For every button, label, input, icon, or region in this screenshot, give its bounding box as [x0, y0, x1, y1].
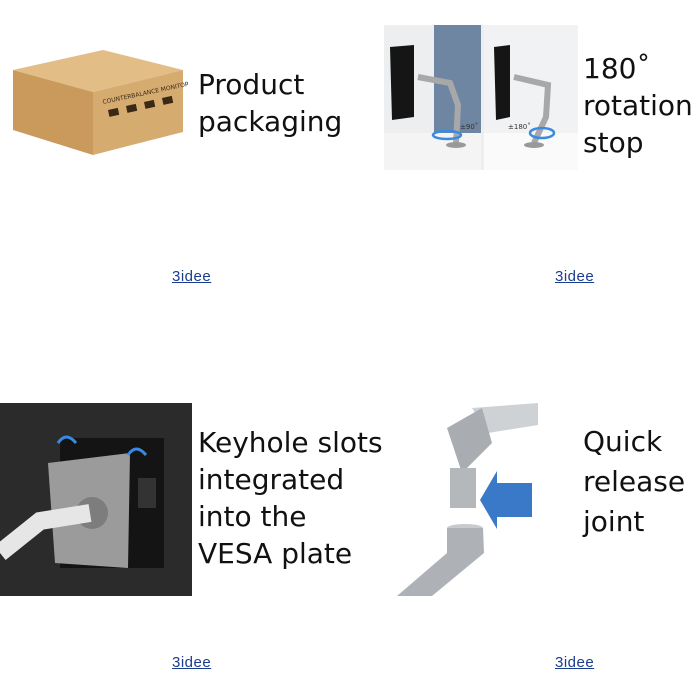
- rotation-image: ±90˚ ±180˚: [384, 25, 578, 170]
- caption-line: packaging: [198, 105, 343, 138]
- caption-line: Product: [198, 68, 305, 101]
- caption-line: release: [583, 465, 686, 498]
- brand-logo: 3idee: [555, 654, 595, 671]
- caption-line: stop: [583, 126, 644, 159]
- caption-line: into the: [198, 500, 307, 533]
- caption-line: Quick: [583, 425, 663, 458]
- caption-quick-release: Quick release joint: [583, 422, 685, 542]
- caption-line: rotation: [583, 89, 693, 122]
- brand-logo: 3idee: [555, 268, 595, 285]
- caption-line: joint: [583, 505, 645, 538]
- caption-line: integrated: [198, 463, 345, 496]
- packaging-image: COUNTERBALANCE MONITOR ARM: [8, 30, 205, 158]
- caption-keyhole: Keyhole slots integrated into the VESA p…: [198, 424, 383, 572]
- caption-rotation: 180˚ rotation stop: [583, 50, 693, 161]
- quick-release-image: [392, 403, 538, 596]
- caption-packaging: Product packaging: [198, 66, 342, 140]
- brand-logo: 3idee: [172, 654, 212, 671]
- angle-label-180: ±180˚: [508, 123, 531, 131]
- brand-logo: 3idee: [172, 268, 212, 285]
- angle-label-90: ±90˚: [460, 123, 478, 131]
- caption-line: 180˚: [583, 52, 651, 85]
- vesa-plate-image: [0, 403, 192, 596]
- caption-line: VESA plate: [198, 537, 353, 570]
- caption-line: Keyhole slots: [198, 426, 383, 459]
